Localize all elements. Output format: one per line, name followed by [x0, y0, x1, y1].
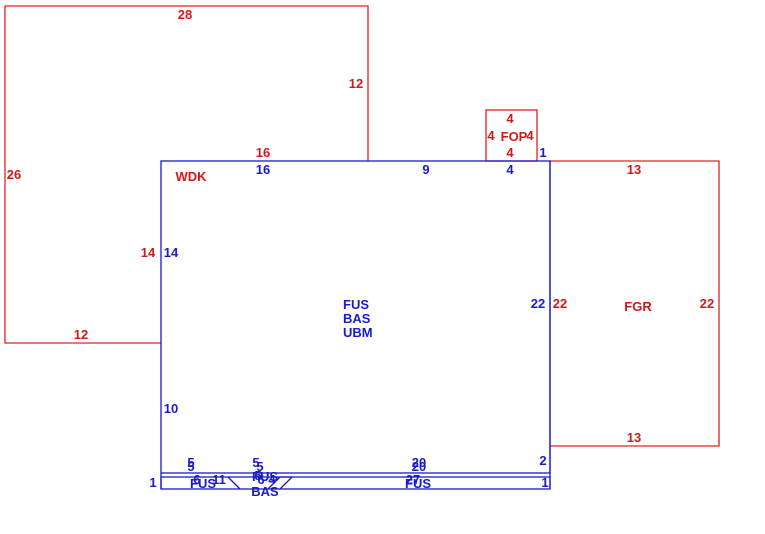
strip-left-end-dim: 1 — [149, 475, 156, 490]
strip-label: FUS — [252, 469, 278, 484]
strip-label: FUS — [405, 476, 431, 491]
wdk-top-dim: 28 — [178, 7, 192, 22]
wdk-inner-left-dim: 14 — [141, 245, 156, 260]
main-top-right-dim: 4 — [506, 162, 514, 177]
main-top-corner-dim: 1 — [539, 145, 546, 160]
fop-right-dim: 4 — [526, 128, 534, 143]
strip-dim: 5 — [187, 459, 194, 474]
strip-label: FUS — [190, 476, 216, 491]
strip-dim: 5 — [256, 459, 263, 474]
strip-label: BAS — [251, 484, 279, 499]
main-top-left-dim: 16 — [256, 162, 270, 177]
fgr-outline — [550, 160, 720, 447]
wdk-outline — [4, 5, 369, 344]
fop-left-dim: 4 — [487, 128, 495, 143]
strip-diagonal — [227, 476, 241, 490]
strip-dim: 5 — [187, 455, 194, 470]
strip-diagonal — [267, 476, 294, 490]
strip-dim: 20 — [412, 459, 426, 474]
fop-label: FOP — [501, 129, 528, 144]
main-label: UBM — [343, 325, 373, 340]
fop-top-dim: 4 — [506, 111, 514, 126]
main-left-lower-dim: 10 — [164, 401, 178, 416]
main-label: BAS — [343, 311, 371, 326]
fop-bottom-dim: 4 — [506, 145, 514, 160]
strip-small-dim: 4 — [268, 472, 276, 487]
main-right-dim: 22 — [531, 296, 545, 311]
fgr-label: FGR — [624, 299, 652, 314]
strip-small-dim: 6 — [257, 472, 264, 487]
main-right-bottom-dim: 2 — [539, 453, 546, 468]
strip-small-dim: 6 — [193, 472, 200, 487]
fgr-left-dim: 22 — [553, 296, 567, 311]
strip-small-dim: 11 — [212, 472, 226, 487]
main-label: FUS — [343, 297, 369, 312]
wdk-right-lower-dim: 16 — [256, 145, 270, 160]
main-top-mid-dim: 9 — [422, 162, 429, 177]
fgr-right-dim: 22 — [700, 296, 714, 311]
wdk-right-upper-dim: 12 — [349, 76, 363, 91]
wdk-bottom-dim: 12 — [74, 327, 88, 342]
main-left-upper-dim: 14 — [164, 245, 179, 260]
strip-dim: 20 — [412, 455, 426, 470]
strip-dim: 5 — [252, 455, 259, 470]
wdk-label: WDK — [175, 169, 207, 184]
strip-small-dim: 5 — [254, 468, 261, 483]
fgr-top-dim: 13 — [627, 162, 641, 177]
strip-small-dim: 27 — [406, 472, 420, 487]
wdk-left-dim: 26 — [7, 167, 21, 182]
strip-right-end-dim: 1 — [541, 475, 548, 490]
fgr-bottom-dim: 13 — [627, 430, 641, 445]
